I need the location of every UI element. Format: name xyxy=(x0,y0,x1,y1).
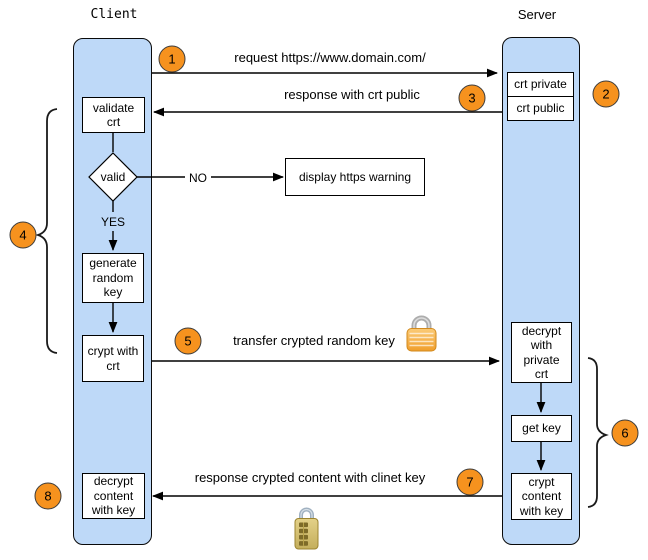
get-key-node: get key xyxy=(511,415,572,442)
response-public-message-label: response with crt public xyxy=(284,87,420,102)
crt-public-node: crt public xyxy=(507,96,574,121)
closed-padlock-icon xyxy=(406,315,437,352)
step-badge-7: 7 xyxy=(456,468,484,496)
response-content-message-label: response crypted content with clinet key xyxy=(194,470,426,485)
request-message-label: request https://www.domain.com/ xyxy=(234,50,426,65)
step-badge-6: 6 xyxy=(611,419,639,447)
transfer-key-message-label: transfer crypted random key xyxy=(233,333,395,348)
step-badge-4: 4 xyxy=(9,221,37,249)
crypt-content-with-key-node: crypt content with key xyxy=(511,473,572,520)
step-badge-3: 3 xyxy=(458,84,486,112)
yes-branch-label: YES xyxy=(100,215,126,229)
client-steps-brace xyxy=(35,108,58,354)
validate-crt-node: validate crt xyxy=(82,97,145,133)
server-steps-brace xyxy=(587,357,609,508)
crypt-with-crt-node: crypt with crt xyxy=(82,335,144,382)
client-actor-label: Client xyxy=(90,7,138,22)
decrypt-with-private-crt-node: decrypt with private crt xyxy=(511,322,572,383)
combination-padlock-icon xyxy=(294,507,319,550)
display-https-warning-node: display https warning xyxy=(285,158,425,196)
valid-decision-label: valid xyxy=(100,170,126,184)
no-branch-label: NO xyxy=(185,171,211,185)
step-badge-1: 1 xyxy=(158,45,186,73)
crt-private-node: crt private xyxy=(507,72,574,97)
generate-random-key-node: generate random key xyxy=(82,253,144,303)
server-actor-label: Server xyxy=(517,7,557,22)
step-badge-8: 8 xyxy=(34,482,62,510)
decrypt-content-node: decrypt content with key xyxy=(82,473,145,519)
valid-decision-diamond xyxy=(88,152,138,202)
step-badge-2: 2 xyxy=(592,80,620,108)
step-badge-5: 5 xyxy=(174,327,202,355)
